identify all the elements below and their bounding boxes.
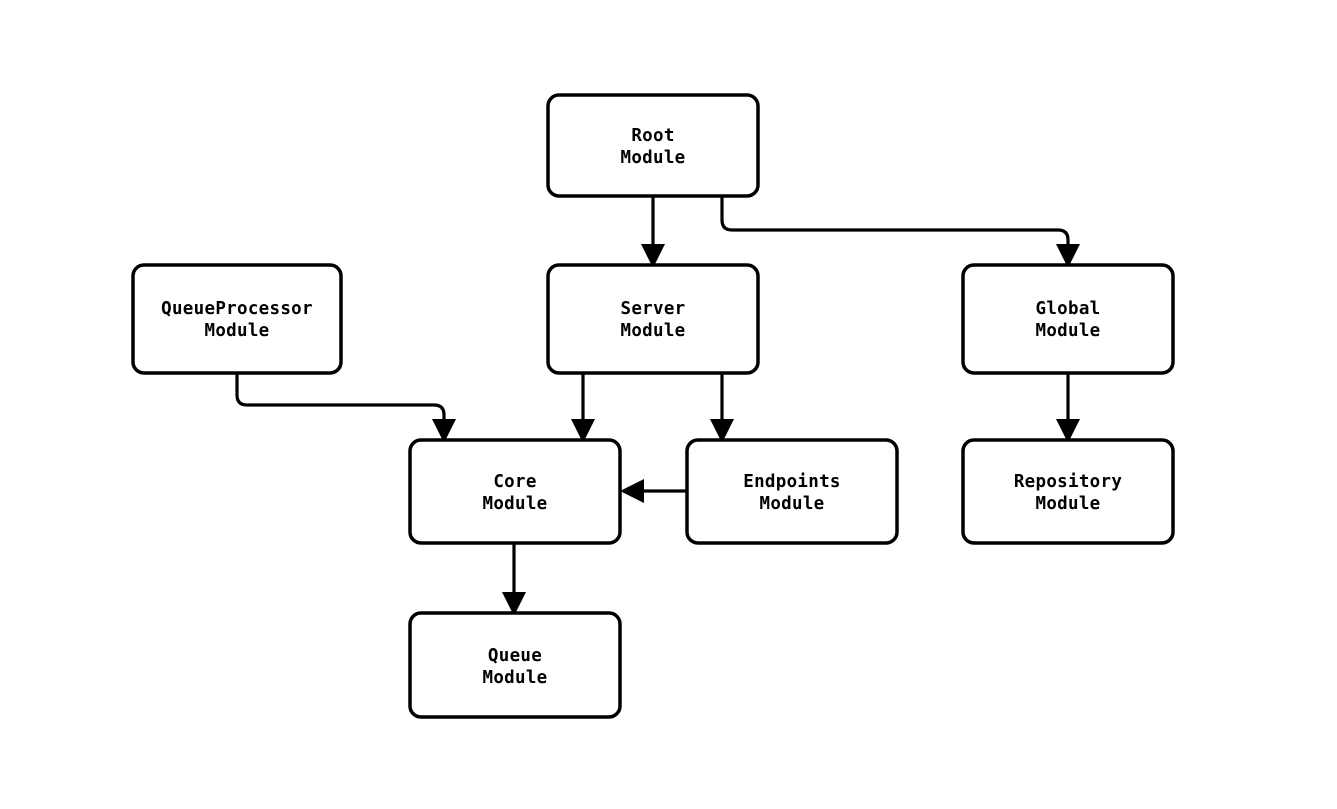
node-queueprocessor-module[interactable]: QueueProcessor Module — [131, 263, 343, 375]
node-label-line2: Module — [759, 494, 824, 514]
arrow-head-icon — [1056, 244, 1080, 268]
arrow-head-icon — [432, 419, 456, 443]
node-global-module[interactable]: Global Module — [961, 263, 1175, 375]
node-root-module[interactable]: Root Module — [546, 93, 760, 198]
node-label-line1: Repository — [1014, 472, 1123, 492]
node-label-line1: Queue — [488, 646, 542, 666]
arrow-head-icon — [502, 592, 526, 616]
node-box[interactable] — [685, 438, 899, 545]
node-label-line1: Endpoints — [743, 472, 841, 492]
node-queue-module[interactable]: Queue Module — [408, 611, 622, 719]
node-label-line2: Module — [482, 668, 547, 688]
node-box[interactable] — [408, 438, 622, 545]
edge-line — [235, 373, 446, 429]
node-box[interactable] — [131, 263, 343, 375]
node-repository-module[interactable]: Repository Module — [961, 438, 1175, 545]
node-label-line2: Module — [482, 494, 547, 514]
node-box[interactable] — [546, 93, 760, 198]
edge-core-to-queue — [502, 543, 526, 616]
node-box[interactable] — [408, 611, 622, 719]
node-box[interactable] — [961, 438, 1175, 545]
arrow-head-icon — [641, 244, 665, 268]
arrow-head-icon — [571, 419, 595, 443]
edge-server-to-core — [571, 373, 595, 443]
arrow-head-icon — [620, 479, 644, 503]
node-label-line2: Module — [620, 148, 685, 168]
node-label-line1: Global — [1035, 299, 1100, 319]
edge-root-to-server — [641, 196, 665, 268]
node-label-line2: Module — [1035, 494, 1100, 514]
node-endpoints-module[interactable]: Endpoints Module — [685, 438, 899, 545]
edge-global-to-repository — [1056, 373, 1080, 443]
node-box[interactable] — [546, 263, 760, 375]
node-box[interactable] — [961, 263, 1175, 375]
edge-queueprocessor-to-core — [235, 373, 456, 443]
node-core-module[interactable]: Core Module — [408, 438, 622, 545]
node-label-line2: Module — [1035, 321, 1100, 341]
edge-line — [720, 196, 1070, 254]
node-label-line2: Module — [620, 321, 685, 341]
node-label-line1: Core — [493, 472, 536, 492]
node-label-line1: QueueProcessor — [161, 299, 313, 319]
node-label-line1: Server — [620, 299, 685, 319]
node-label-line2: Module — [204, 321, 269, 341]
node-label-line1: Root — [631, 126, 674, 146]
arrow-head-icon — [710, 419, 734, 443]
edge-root-to-global — [720, 196, 1080, 268]
edge-endpoints-to-core — [620, 479, 687, 503]
edge-server-to-endpoints — [710, 373, 734, 443]
arrow-head-icon — [1056, 419, 1080, 443]
node-server-module[interactable]: Server Module — [546, 263, 760, 375]
